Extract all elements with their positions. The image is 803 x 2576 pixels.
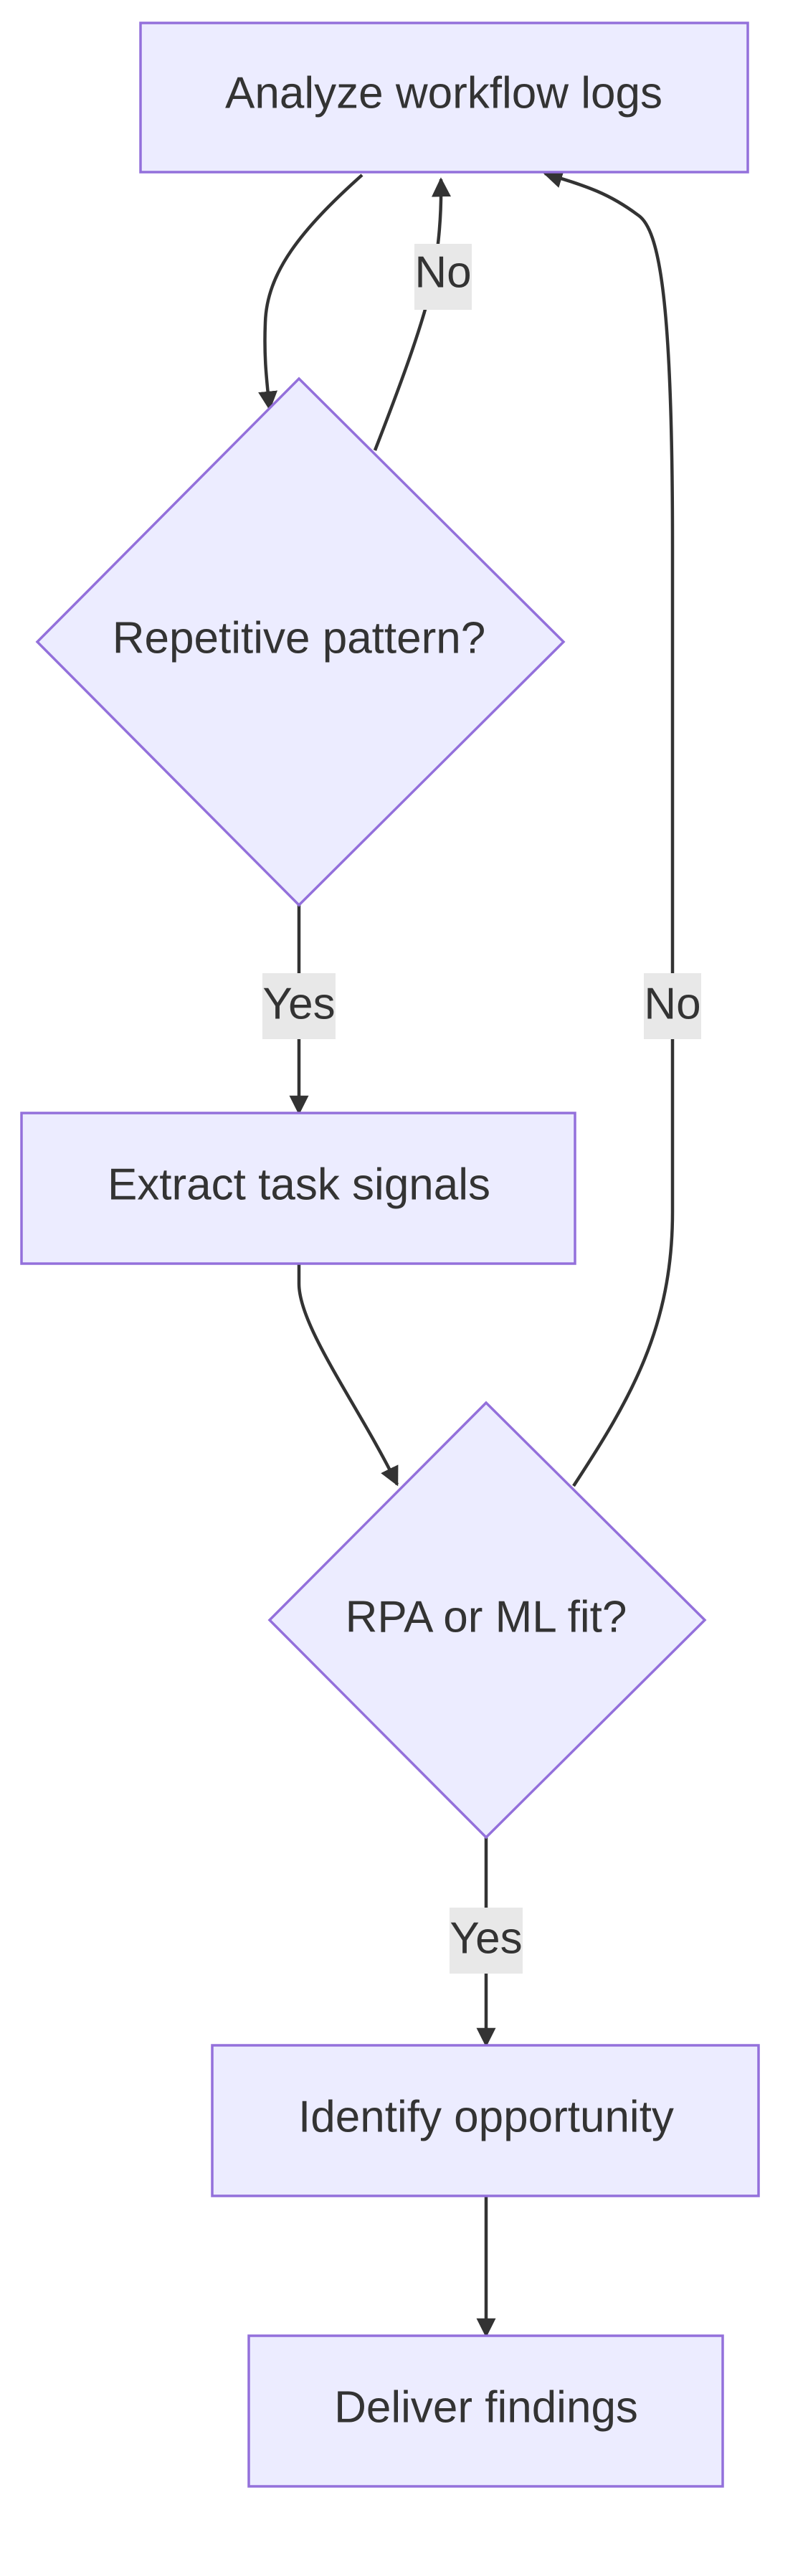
node-deliver-findings[interactable]: Deliver findings	[247, 2334, 724, 2488]
edge-label-repetitive-yes: Yes	[262, 973, 336, 1039]
edge-extract-to-fit	[297, 1262, 399, 1487]
node-analyze-workflow-logs[interactable]: Analyze workflow logs	[139, 22, 749, 174]
node-extract-task-signals[interactable]: Extract task signals	[20, 1112, 576, 1265]
node-identify-opportunity-label: Identify opportunity	[298, 2093, 674, 2142]
edge-fit-no-to-analyze	[543, 169, 675, 1487]
edge-label-fit-yes-text: Yes	[450, 1914, 522, 1964]
edge-analyze-to-repetitive	[258, 174, 364, 411]
node-deliver-findings-label: Deliver findings	[334, 2383, 638, 2433]
node-rpa-or-ml-fit-decision[interactable]: RPA or ML fit?	[267, 1401, 707, 1839]
edge-label-fit-yes: Yes	[450, 1908, 523, 1974]
node-identify-opportunity[interactable]: Identify opportunity	[211, 2044, 760, 2197]
node-repetitive-pattern-decision[interactable]: Repetitive pattern?	[35, 377, 566, 907]
edge-label-repetitive-no-text: No	[414, 248, 471, 298]
edge-label-repetitive-yes-text: Yes	[262, 980, 335, 1029]
edge-label-fit-no: No	[644, 973, 701, 1039]
edge-label-repetitive-no: No	[414, 244, 472, 310]
edge-repetitive-no-to-analyze	[373, 177, 451, 451]
edge-labels: No Yes No Yes	[262, 244, 701, 1974]
nodes: Analyze workflow logs Repetitive pattern…	[20, 22, 760, 2488]
edge-label-fit-no-text: No	[644, 980, 700, 1029]
node-extract-task-signals-label: Extract task signals	[108, 1160, 490, 1210]
node-repetitive-pattern-label: Repetitive pattern?	[113, 614, 485, 663]
node-rpa-or-ml-fit-label: RPA or ML fit?	[346, 1593, 627, 1642]
node-analyze-workflow-logs-label: Analyze workflow logs	[225, 69, 662, 118]
